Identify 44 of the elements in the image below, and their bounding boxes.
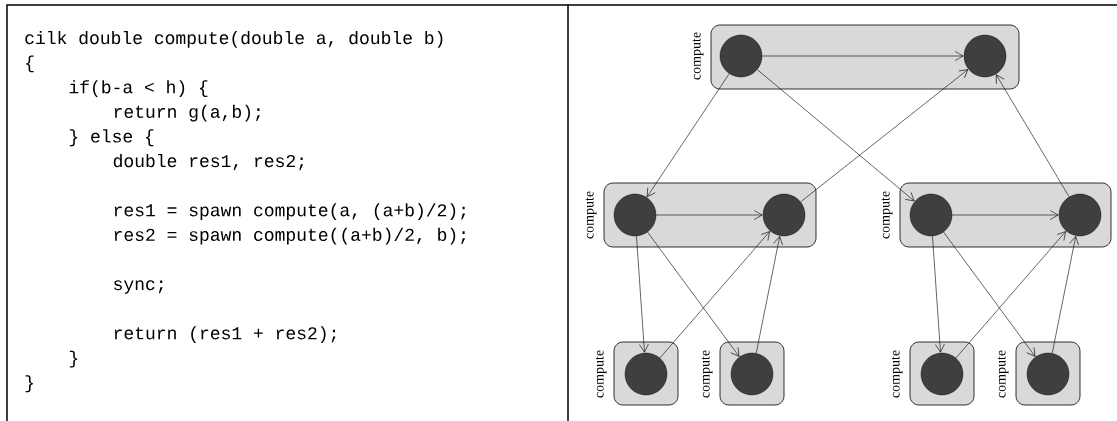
- task-circle: [762, 193, 806, 237]
- task-circle: [920, 352, 964, 396]
- arrow: [1051, 236, 1079, 354]
- arrow: [659, 231, 770, 359]
- node-label: compute: [997, 350, 1009, 398]
- code-line: double res1, res2;: [113, 153, 304, 171]
- code-line: }: [69, 350, 78, 368]
- task-circle: [1026, 352, 1070, 396]
- arrow: [761, 51, 964, 61]
- task-circle: [613, 193, 657, 237]
- node-label: compute: [881, 191, 893, 239]
- code-line: sync;: [114, 280, 163, 294]
- arrow: [800, 69, 969, 203]
- code-line: return (res1 + res2);: [114, 326, 336, 343]
- arrow: [932, 235, 945, 353]
- task-circle: [624, 352, 668, 396]
- node-label: compute: [585, 191, 597, 239]
- arrow: [943, 231, 1036, 357]
- task-circle: [1058, 193, 1102, 237]
- arrow: [955, 231, 1066, 359]
- arrow: [951, 210, 1059, 220]
- arrow: [995, 74, 1070, 198]
- task-circle: [963, 34, 1007, 78]
- code-line: res2 = spawn compute((a+b)/2, b);: [114, 227, 466, 245]
- task-circle: [909, 193, 953, 237]
- node-label: compute: [891, 350, 903, 398]
- code-line: {: [26, 55, 34, 73]
- node-label: compute: [701, 350, 713, 398]
- task-circle: [730, 352, 774, 396]
- arrow: [756, 69, 915, 202]
- code-line: cilk double compute(double a, double b): [25, 30, 443, 48]
- arrow: [647, 231, 740, 357]
- code-line: if(b-a < h) {: [69, 80, 208, 97]
- node-label: compute: [595, 350, 607, 398]
- code-line: return g(a,b);: [114, 104, 260, 122]
- arrow: [755, 236, 783, 354]
- arrow: [646, 73, 730, 198]
- node-label: compute: [692, 32, 704, 80]
- task-circle: [719, 34, 763, 78]
- arrow: [655, 210, 763, 220]
- code-line: } else {: [69, 129, 154, 147]
- code-line: res1 = spawn compute(a, (a+b)/2);: [114, 203, 466, 220]
- arrow: [636, 235, 649, 353]
- code-line: }: [25, 375, 33, 393]
